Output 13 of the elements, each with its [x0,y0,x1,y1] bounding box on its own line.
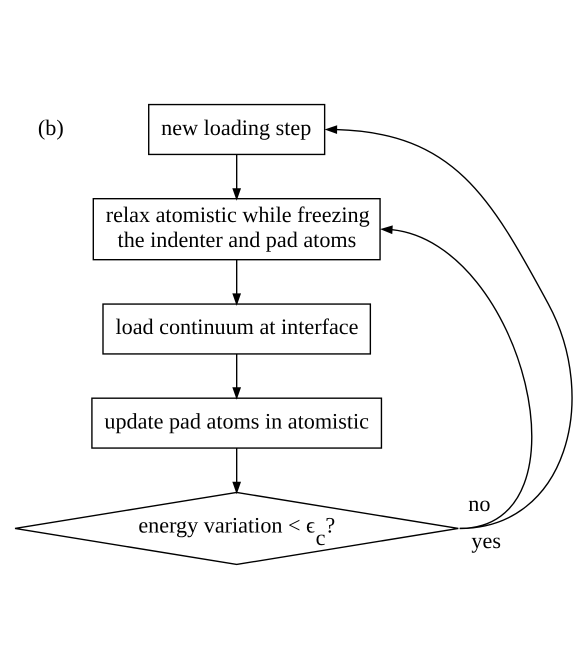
arrow [232,354,242,400]
edge-label: yes [471,527,501,552]
edge-label: no [468,490,490,516]
node-box: update pad atoms in atomistic [91,397,382,448]
arrow [232,154,242,200]
label: (b) [38,114,64,140]
arrow [232,448,242,494]
arrow [324,124,572,529]
node-box: new loading step [148,103,326,155]
node-box: relax atomistic while freezing the indenter and pad atoms [92,198,381,260]
arrow [232,259,242,306]
arrow [380,224,532,529]
node-box: load continuum at interface [102,302,372,354]
